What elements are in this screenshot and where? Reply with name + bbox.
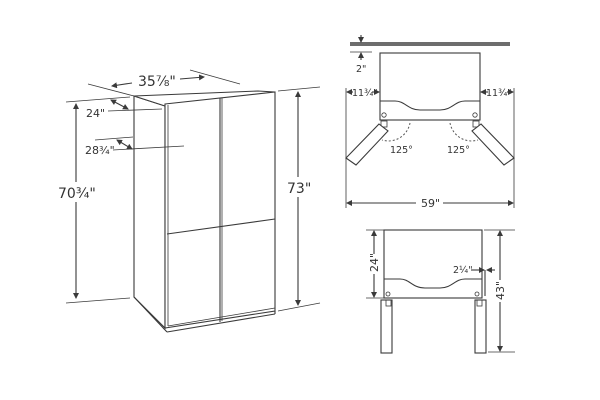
case-height-label: 70¾" [58, 186, 96, 202]
right-door-angle-label: 125° [447, 145, 470, 156]
top-view: 2" 125° 125° 11¾" 11¾" 59" [345, 35, 515, 210]
side-view: 24" 2¼" 43" [366, 229, 515, 354]
total-open-width-label: 59" [421, 197, 440, 210]
wall-clearance-label: 2" [356, 64, 366, 75]
total-height-label: 73" [287, 181, 311, 197]
depth-no-doors-label: 24" [86, 107, 105, 120]
isometric-view: 35⅞" 24" 28¾" 70¾" 73" [58, 69, 321, 333]
top-cabinet [379, 52, 481, 121]
wall [350, 42, 510, 46]
side-cabinet [383, 229, 483, 299]
right-open-door-side [474, 299, 487, 354]
fridge-side-panel [133, 95, 166, 330]
open-depth-label: 43" [494, 281, 507, 300]
door-thickness-label: 2¼" [453, 265, 473, 276]
right-open-door [471, 123, 515, 166]
left-open-door [345, 123, 389, 166]
left-open-door-side [380, 299, 393, 354]
door-split-horizontal [166, 218, 276, 235]
left-door-angle-label: 125° [390, 145, 413, 156]
right-side-clearance-label: 11¾" [486, 88, 512, 99]
left-side-clearance-label: 11¾" [352, 88, 378, 99]
cabinet-depth-label: 24" [368, 253, 381, 272]
width-label: 35⅞" [138, 74, 176, 90]
depth-with-doors-label: 28¾" [85, 144, 115, 157]
